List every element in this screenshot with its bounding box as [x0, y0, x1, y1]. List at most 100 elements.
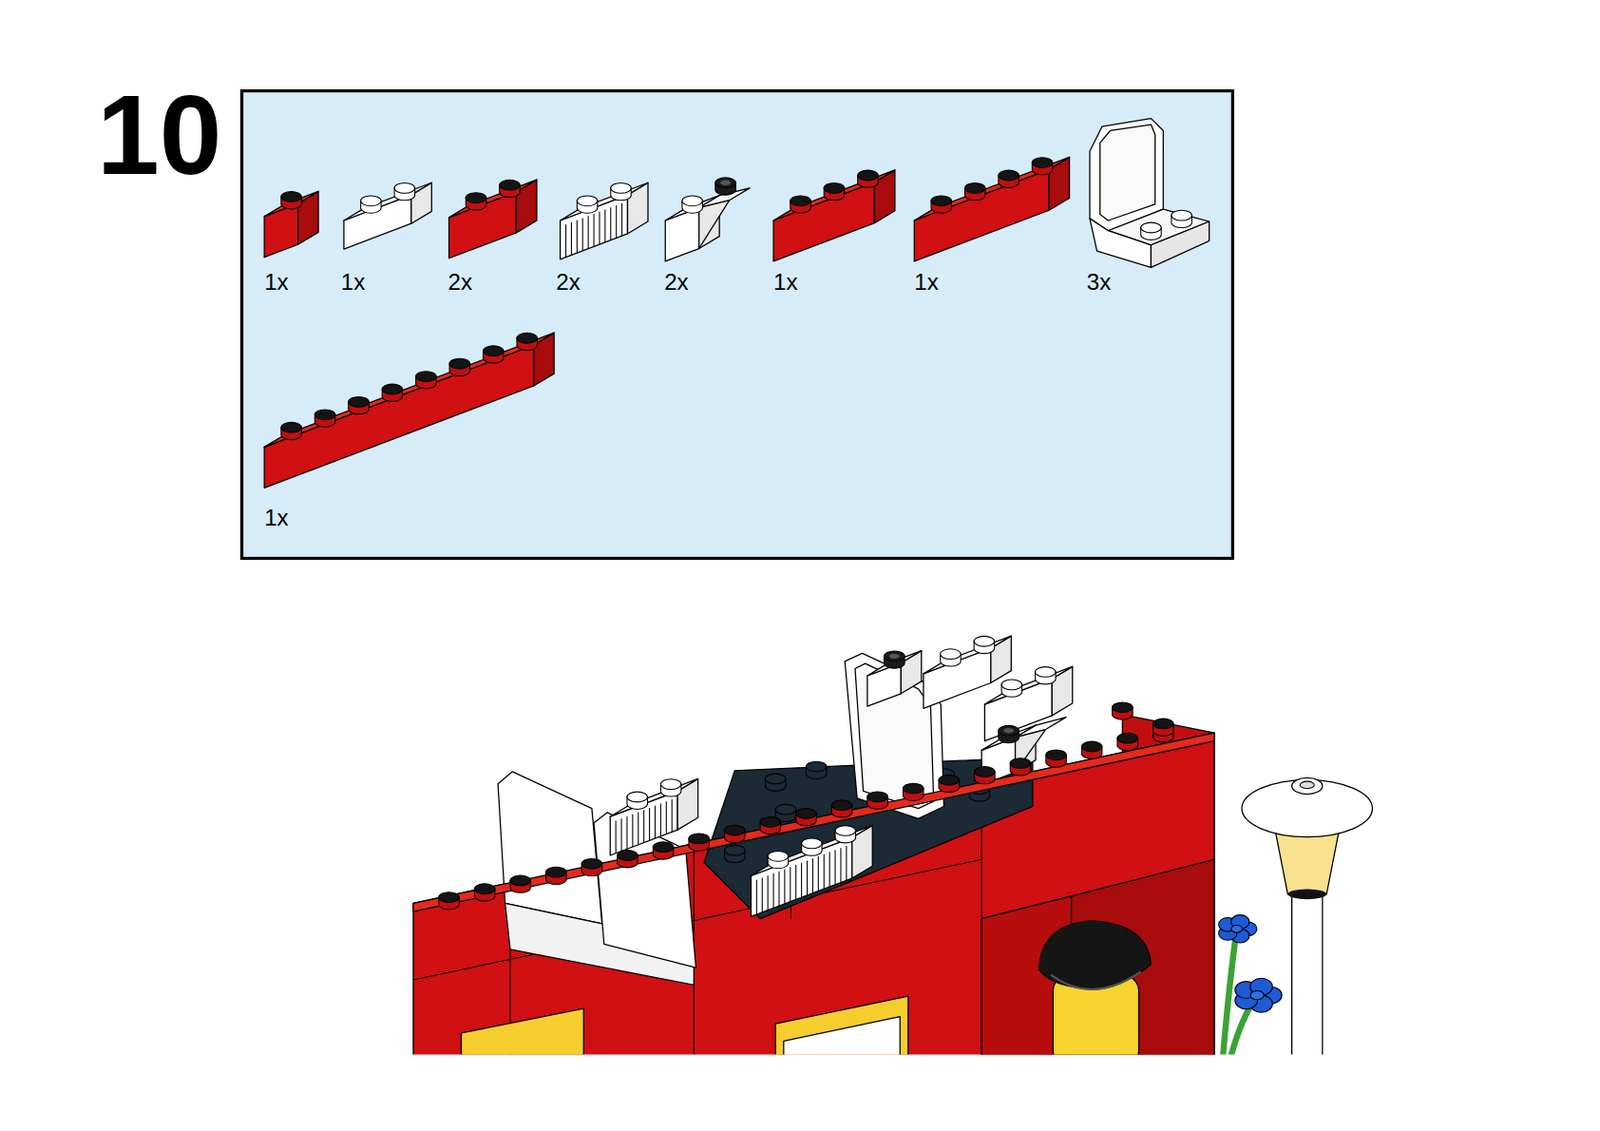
stud-top — [1153, 718, 1174, 729]
grille-brick-1x2 — [750, 824, 873, 916]
brick-1x8 — [264, 332, 554, 488]
brick-face — [665, 208, 699, 262]
grille-groove — [756, 879, 758, 915]
grille-groove — [582, 217, 584, 250]
grille-groove — [648, 807, 650, 840]
stud-top — [857, 170, 878, 181]
stud-top — [610, 183, 631, 194]
brick-face — [449, 191, 517, 259]
stud-top — [1081, 741, 1102, 752]
brick-face — [923, 647, 991, 708]
bracket-upright — [1100, 124, 1156, 221]
grille-groove — [806, 860, 808, 896]
stud-top — [361, 195, 381, 207]
grille-groove — [626, 816, 628, 849]
grille-groove — [593, 213, 595, 247]
grille-groove — [783, 869, 785, 905]
stud-top — [416, 371, 437, 382]
stud-top — [724, 844, 745, 856]
white-bracket — [497, 771, 696, 985]
brick-face — [264, 190, 319, 216]
stud-top — [724, 824, 745, 836]
grille-groove — [615, 205, 617, 238]
grille-groove — [576, 220, 578, 253]
cap-brim — [1050, 971, 1142, 990]
stud-top — [1112, 702, 1133, 713]
brick-face — [750, 837, 852, 916]
brick-face — [923, 635, 1011, 674]
stud-hole — [889, 653, 900, 659]
stud-top — [1031, 157, 1052, 169]
brick-face — [867, 650, 922, 676]
grille-groove — [637, 811, 639, 844]
parts-list — [264, 118, 1210, 489]
brick-seam — [413, 858, 982, 980]
minifigure — [1038, 920, 1151, 1055]
part-quantity: 2x — [664, 270, 689, 294]
stud-top — [974, 766, 995, 778]
minifig-cap — [1038, 920, 1151, 990]
grille-groove — [818, 856, 820, 892]
stud-top — [823, 183, 844, 194]
lamp-ring — [1287, 888, 1327, 899]
stud-top — [973, 635, 994, 647]
stud-top — [652, 841, 673, 853]
stud-top — [281, 191, 302, 203]
stud-top — [348, 397, 369, 408]
stud-top — [660, 779, 681, 790]
flowers — [1219, 914, 1283, 1055]
stud-top — [1001, 679, 1022, 690]
wall-top — [413, 732, 1215, 912]
stud-top — [835, 825, 856, 837]
grille-groove — [839, 847, 841, 883]
stud-top — [546, 866, 567, 877]
stud-top — [767, 850, 788, 861]
brick-face — [609, 790, 678, 856]
stud-top — [715, 177, 736, 189]
grille-groove — [609, 207, 611, 240]
brick-face — [560, 182, 648, 221]
stud-top — [483, 345, 504, 357]
stud-top — [576, 195, 597, 207]
stud-hole — [720, 180, 731, 186]
grille-groove — [812, 857, 814, 894]
stud-top — [499, 179, 520, 191]
grille-groove — [773, 873, 775, 909]
grille-groove — [598, 211, 600, 245]
stud-top — [940, 648, 961, 660]
stud-top — [627, 791, 648, 802]
part-quantity: 1x — [773, 270, 799, 294]
stud-top — [510, 875, 531, 886]
grille-groove — [671, 799, 673, 832]
grille-groove — [767, 875, 769, 911]
part-quantity: 1x — [914, 270, 939, 294]
grille-groove — [795, 864, 797, 900]
stud-top — [438, 892, 459, 903]
lamp-post — [1241, 777, 1372, 1054]
part-quantity: 3x — [1086, 270, 1112, 294]
parts-panel — [242, 91, 1234, 559]
grille-groove — [789, 866, 791, 902]
stud-top — [617, 850, 638, 861]
part-quantity: 2x — [447, 270, 473, 294]
grille-groove — [829, 852, 831, 888]
stud-top — [516, 332, 537, 343]
lamp-pole — [1292, 894, 1323, 1055]
stud-top — [938, 774, 959, 785]
bracket-upright — [497, 771, 603, 924]
stud-top — [902, 782, 923, 794]
stud-top — [796, 808, 817, 820]
grille-groove — [823, 854, 825, 890]
grille-groove — [621, 818, 623, 851]
stud-top — [867, 791, 888, 802]
lamp-cap — [1292, 777, 1323, 794]
brick-face — [560, 194, 629, 260]
brick-face — [609, 778, 698, 817]
grille-groove — [761, 876, 763, 913]
stud-top — [1035, 666, 1056, 678]
flower-center — [1250, 990, 1264, 999]
brick-face — [264, 332, 554, 447]
stud-top — [394, 183, 415, 194]
